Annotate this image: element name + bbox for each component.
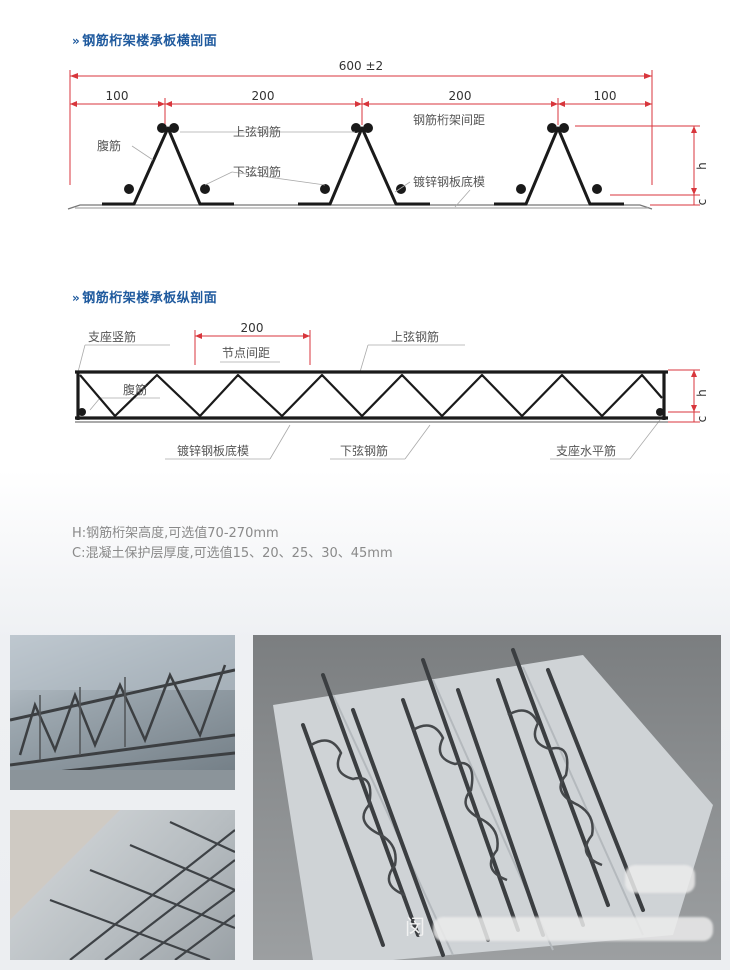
h-label-2: h (695, 389, 709, 397)
overall-dimension (69, 70, 653, 185)
cross-section-title-text: 钢筋桁架楼承板横剖面 (82, 34, 218, 49)
photo-truss-deck-product: 闵 (253, 635, 721, 960)
h-c-dimension (575, 125, 700, 206)
label-node-spacing: 节点间距 (222, 346, 270, 360)
dim-node-spacing: 200 (241, 321, 264, 335)
double-chevron-icon: » (72, 291, 81, 305)
label-web-rebar-2: 腹筋 (123, 382, 147, 397)
deck-plate (67, 204, 653, 210)
label-support-vertical: 支座竖筋 (88, 329, 136, 344)
label-bottom-chord-2: 下弦钢筋 (340, 443, 388, 458)
truss-longitudinal (75, 370, 668, 420)
label-top-chord: 上弦钢筋 (233, 124, 281, 139)
note-cover: C:混凝土保护层厚度,可选值15、20、25、30、45mm (72, 546, 393, 561)
photo-truss-installed (10, 810, 235, 960)
label-web-rebar: 腹筋 (97, 138, 121, 153)
longitudinal-section-title: »钢筋桁架楼承板纵剖面 (72, 287, 217, 306)
c-label-2: c (695, 416, 709, 423)
truss-rebar-dots (124, 123, 602, 194)
label-support-horizontal: 支座水平筋 (556, 443, 616, 458)
h-c-dimension-2 (668, 369, 700, 423)
label-bottom-chord: 下弦钢筋 (233, 164, 281, 179)
photo-truss-deck-product-drawing (273, 648, 713, 960)
h-label: h (695, 162, 709, 170)
leader-lines-2 (77, 344, 661, 460)
label-deck-plate: 镀锌钢板底模 (413, 174, 485, 189)
dim-total: 600 ±2 (339, 59, 383, 73)
watermark-text: 闵 (405, 915, 425, 939)
node-dimension (194, 330, 311, 365)
c-label: c (695, 199, 709, 206)
dim-seg-4: 100 (594, 89, 617, 103)
label-top-chord-2: 上弦钢筋 (391, 329, 439, 344)
note-height: H:钢筋桁架高度,可选值70-270mm (72, 526, 279, 541)
support-dots (78, 408, 664, 416)
label-deck-plate-2: 镀锌钢板底模 (177, 443, 249, 458)
double-chevron-icon: » (72, 34, 81, 48)
segment-dimensions (70, 98, 652, 125)
photo-truss-closeup-drawing (10, 635, 235, 790)
blurred-overlay (625, 865, 695, 893)
photo-truss-installed-drawing (10, 810, 235, 960)
dim-seg-2: 200 (252, 89, 275, 103)
cross-section-title: »钢筋桁架楼承板横剖面 (72, 30, 217, 49)
leader-lines (131, 131, 471, 208)
blurred-watermark-bar (433, 917, 713, 941)
truss-cross-sections (102, 126, 624, 206)
dim-seg-1: 100 (106, 89, 129, 103)
photo-truss-closeup (10, 635, 235, 790)
dim-seg-3: 200 (449, 89, 472, 103)
label-truss-spacing: 钢筋桁架间距 (413, 112, 485, 127)
cross-section-diagram: 600 ±2 100 200 200 100 (67, 59, 709, 210)
notes-block: H:钢筋桁架高度,可选值70-270mm C:混凝土保护层厚度,可选值15、20… (72, 524, 393, 564)
longitudinal-section-title-text: 钢筋桁架楼承板纵剖面 (82, 291, 218, 306)
longitudinal-section-diagram: 200 h c 支座竖筋 节点间距 (75, 321, 709, 460)
